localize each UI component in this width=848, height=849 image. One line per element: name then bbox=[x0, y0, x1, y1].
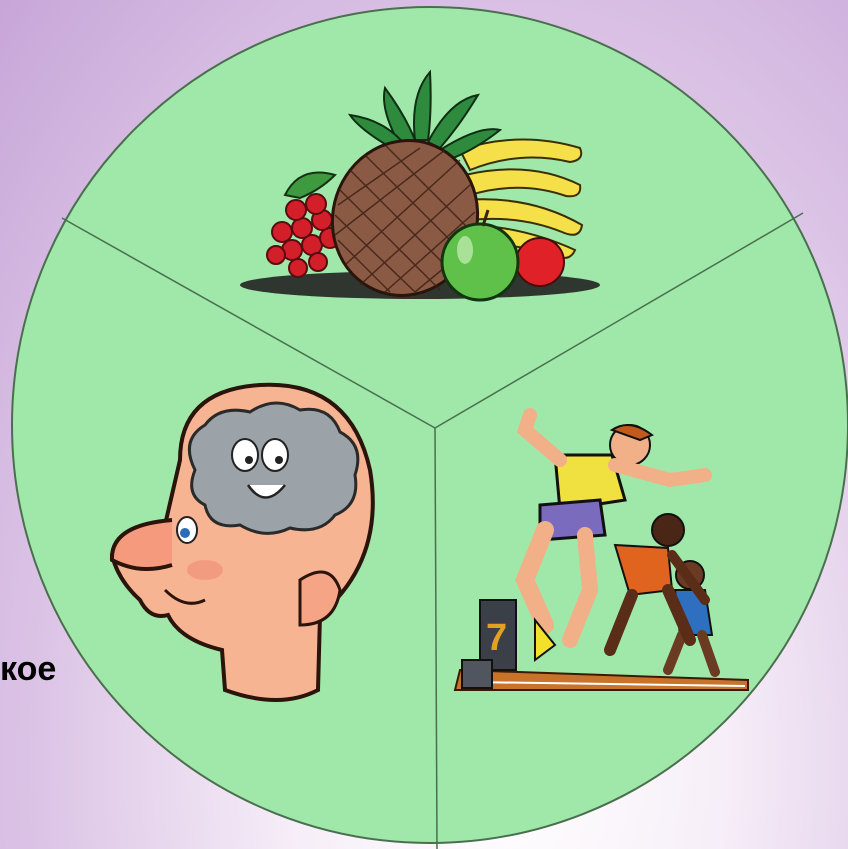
clipped-caption-text: кое bbox=[0, 650, 56, 689]
svg-text:7: 7 bbox=[486, 617, 507, 659]
